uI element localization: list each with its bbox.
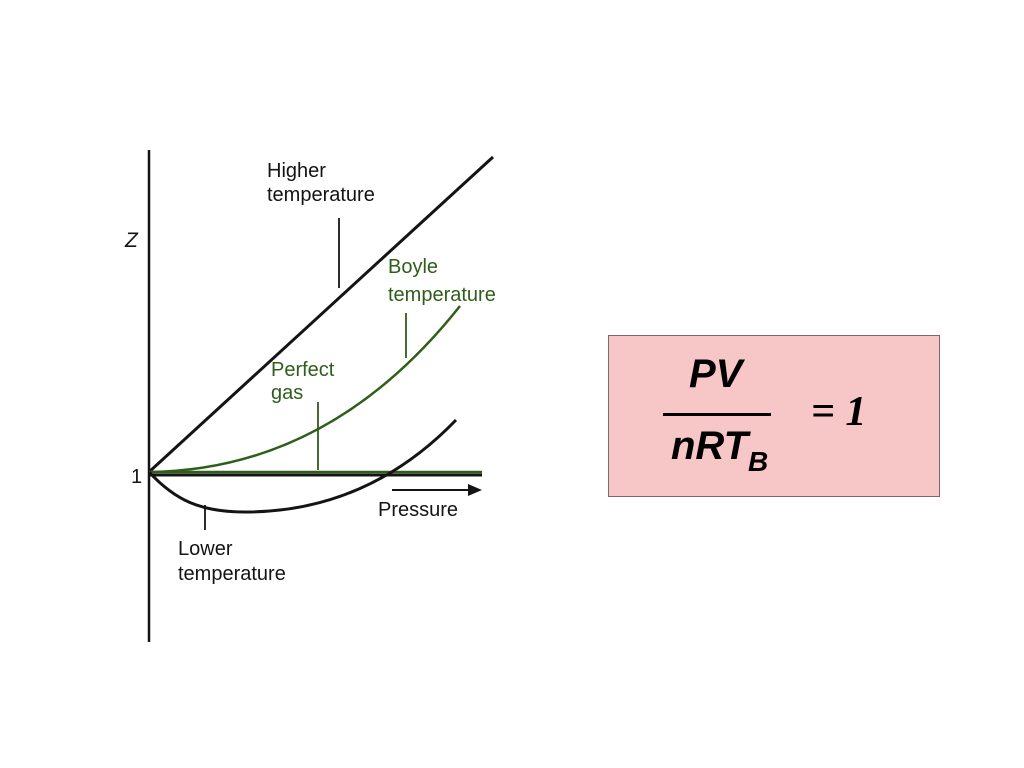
lower-temperature-label-line1: Lower [178,538,233,560]
higher-temperature-label-line1: Higher [267,160,326,182]
perfect-gas-label-line2: gas [271,382,304,404]
boyle-temperature-label-line1: Boyle [388,256,439,278]
z-axis-label: Z [125,229,138,252]
lower-temperature-curve [147,418,458,514]
formula-rhs: = 1 [811,389,867,435]
higher-temperature-curve [147,155,495,474]
pressure-arrow-head [468,484,482,496]
fraction-bar [663,413,771,416]
tick-label-one: 1 [131,466,143,488]
pressure-axis-label: Pressure [378,499,459,521]
lower-temperature-label-line2: temperature [178,563,286,585]
formula-subscript: B [748,446,769,477]
formula-denominator: nRTB [671,424,768,477]
boyle-formula-box: PV nRTB = 1 [608,335,940,497]
boyle-temperature-label-line2: temperature [388,284,496,306]
formula-denominator-base: nRT [671,424,749,468]
perfect-gas-label-line1: Perfect [271,359,335,381]
formula-numerator: PV [689,352,743,396]
higher-temperature-label-line2: temperature [267,184,375,206]
